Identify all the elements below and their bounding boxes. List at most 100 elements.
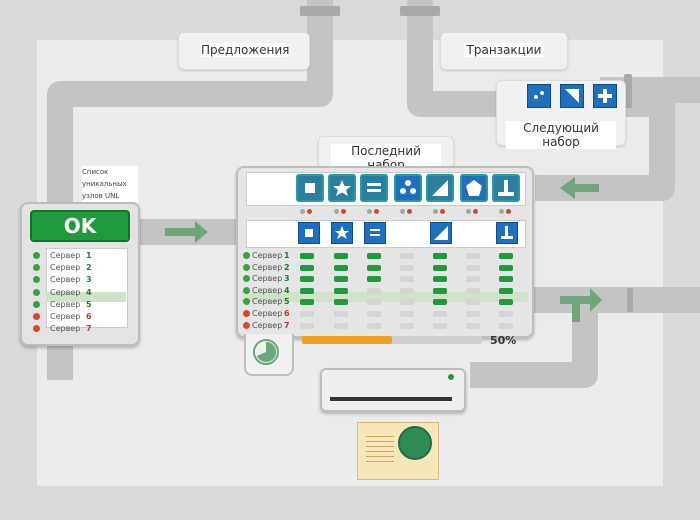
vote-cell — [499, 264, 513, 271]
proposals-box: Предложения — [178, 32, 310, 70]
vote-cell — [466, 299, 480, 306]
vote-cell — [400, 322, 414, 329]
vote-cell — [433, 253, 447, 259]
grid-highlight-row — [242, 292, 528, 302]
server-status-led — [33, 288, 40, 296]
vote-cell — [400, 311, 414, 317]
vote-cell — [367, 287, 381, 294]
server-number: 4 — [86, 287, 92, 297]
server-status-led — [33, 325, 40, 333]
vote-cell — [334, 253, 348, 259]
grid-server-led — [243, 252, 250, 259]
vote-cell — [400, 276, 414, 283]
vote-cell — [367, 253, 381, 259]
server-status-led — [33, 300, 40, 308]
grid-server-led — [243, 275, 250, 283]
vote-cell — [300, 299, 314, 306]
vote-dot — [499, 209, 504, 214]
grid-server-label: Сервер — [252, 251, 283, 260]
triangle-icon — [560, 84, 584, 108]
vote-dot — [341, 209, 346, 214]
vote-cell — [400, 287, 414, 294]
server-label: Сервер — [50, 299, 81, 309]
grid-server-label: Сервер — [252, 309, 283, 318]
star-tile-icon — [328, 174, 356, 202]
server-number: 3 — [86, 275, 92, 285]
vote-cell — [466, 311, 480, 317]
pentagon-tile-icon — [460, 174, 488, 202]
vote-cell — [433, 311, 447, 317]
vote-cell — [499, 311, 513, 317]
output-device-led — [448, 374, 454, 380]
vote-dot — [440, 209, 445, 214]
transactions-box: Транзакции — [440, 32, 568, 70]
vote-cell — [300, 264, 314, 271]
grid-server-led — [243, 321, 250, 329]
ok-text: OK — [63, 214, 97, 238]
vote-cell — [466, 322, 480, 329]
grid-server-label: Сервер — [252, 262, 283, 272]
vote-dot — [334, 209, 339, 214]
vote-cell — [433, 276, 447, 283]
vote-cell — [499, 299, 513, 306]
progress-label: 50% — [490, 334, 517, 347]
server-number: 6 — [86, 312, 92, 321]
server-status-led — [33, 264, 40, 272]
vote-cell — [433, 287, 447, 294]
server-number: 7 — [86, 324, 92, 334]
server-label: Сервер — [50, 263, 81, 273]
grid-server-label: Сервер — [252, 297, 283, 307]
vote-dot — [300, 209, 305, 214]
unl-server-list — [46, 248, 128, 328]
vote-dot — [466, 209, 471, 214]
unl-highlight-row — [46, 292, 126, 302]
last-set-box: Последний набор — [318, 136, 454, 172]
server-label: Сервер — [50, 251, 81, 260]
vote-cell — [466, 253, 480, 259]
equals-tile-icon — [360, 174, 388, 202]
progress-track — [302, 336, 482, 344]
vote-cell — [466, 276, 480, 283]
grid-server-led — [243, 286, 250, 294]
output-device — [320, 368, 466, 412]
grid-server-led — [243, 298, 250, 306]
server-label: Сервер — [50, 275, 81, 285]
grid-server-number: 2 — [284, 262, 290, 272]
vote-cell — [433, 322, 447, 329]
vote-dot — [374, 209, 379, 214]
equals-slot-icon — [364, 222, 386, 244]
vote-cell — [400, 299, 414, 306]
grid-server-label: Сервер — [252, 285, 283, 295]
unl-list-label: Список уникальных узлов UNL — [82, 166, 138, 202]
progress-pie-icon — [252, 338, 280, 366]
vote-cell — [367, 276, 381, 283]
tee-slot-icon — [496, 222, 518, 244]
grid-server-number: 6 — [284, 309, 290, 318]
vote-dot — [367, 209, 372, 214]
server-label: Сервер — [50, 287, 81, 297]
transactions-label: Транзакции — [464, 43, 544, 57]
vote-cell — [400, 264, 414, 271]
vote-cell — [367, 322, 381, 329]
ledger-lines — [366, 432, 394, 462]
vote-dot — [307, 209, 312, 214]
vote-dot — [506, 209, 511, 214]
server-label: Сервер — [50, 324, 81, 334]
vote-cell — [300, 287, 314, 294]
grid-server-number: 1 — [284, 251, 290, 260]
grid-server-label: Сервер — [252, 274, 283, 284]
grid-server-led — [243, 310, 250, 317]
vote-cell — [334, 264, 348, 271]
vote-dot — [473, 209, 478, 214]
vote-cell — [300, 311, 314, 317]
vote-cell — [300, 276, 314, 283]
grid-server-label: Сервер — [252, 320, 283, 330]
next-set-label: Следующий набор — [506, 121, 616, 149]
vote-dot — [433, 209, 438, 214]
vote-cell — [334, 276, 348, 283]
vote-cell — [499, 322, 513, 329]
vote-cell — [334, 287, 348, 294]
tee-tile-icon — [492, 174, 520, 202]
vote-cell — [433, 264, 447, 271]
